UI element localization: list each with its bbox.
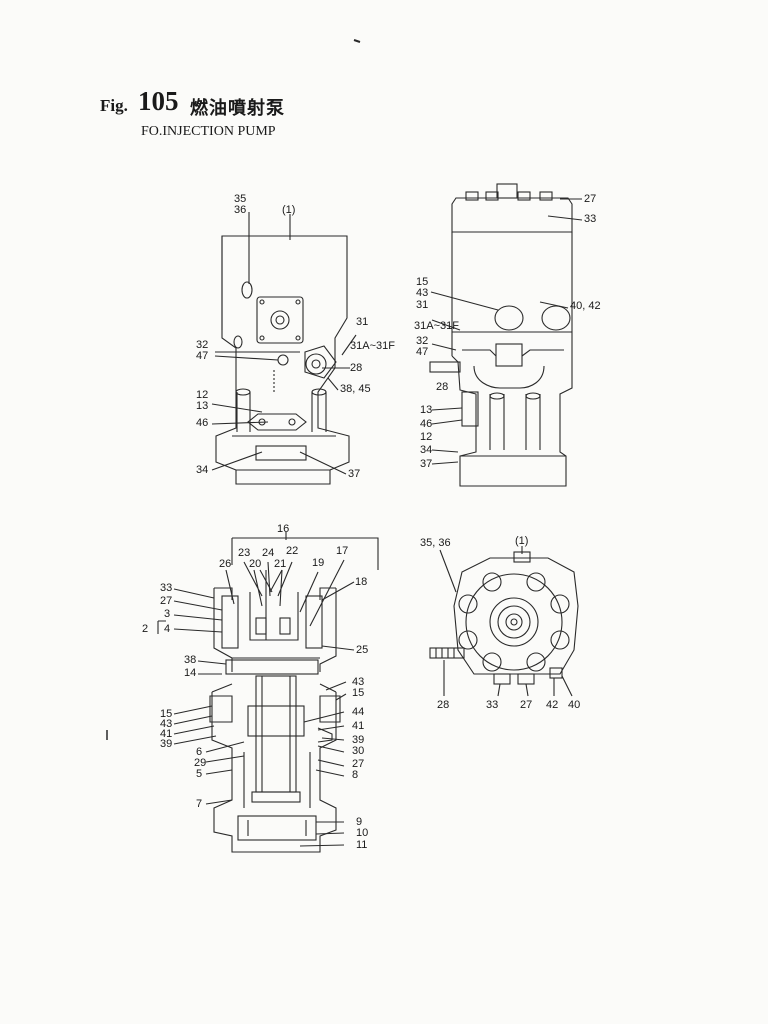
callout-label: 25 <box>356 644 369 656</box>
figure-number: 105 <box>138 86 179 116</box>
callout-label: 35 <box>234 193 247 205</box>
callout-label: 44 <box>352 706 365 718</box>
callout-label: 36 <box>234 204 247 216</box>
callout-label: 19 <box>312 557 325 569</box>
callout-label: 27 <box>160 595 173 607</box>
callout-label: 12 <box>196 389 209 401</box>
callout-label: 22 <box>286 545 299 557</box>
front-view-drawing <box>211 212 357 485</box>
callout-label: 37 <box>420 458 433 470</box>
callout-label: 15 <box>352 687 365 699</box>
callout-label: 8 <box>352 769 359 781</box>
callout-label: 46 <box>196 417 209 429</box>
callout-label: 11 <box>356 839 368 851</box>
callout-label: 9 <box>356 816 363 828</box>
callout-label: 23 <box>238 547 251 559</box>
figure-title-english: FO.INJECTION PUMP <box>141 124 276 139</box>
callout-label: 13 <box>196 400 209 412</box>
callout-label: 21 <box>274 558 287 570</box>
callout-label: 3 <box>164 608 171 620</box>
bottom-view-drawing <box>429 546 579 697</box>
callout-label: 31 <box>356 316 369 328</box>
callout-label: 12 <box>420 431 433 443</box>
callout-label: 26 <box>219 558 232 570</box>
callout-label: 14 <box>184 667 197 679</box>
callout-label: 13 <box>420 404 433 416</box>
figure-title-japanese: 燃油噴射泵 <box>190 98 285 119</box>
callout-label: 38 <box>184 654 197 666</box>
callout-label: 37 <box>348 468 361 480</box>
callout-label: 17 <box>336 545 349 557</box>
callout-label: 43 <box>160 718 173 730</box>
callout-label: 20 <box>249 558 262 570</box>
figure-prefix: Fig. <box>100 96 128 115</box>
callout-label: 27 <box>584 193 597 205</box>
callout-label: 27 <box>520 699 533 711</box>
callout-label: 10 <box>356 827 369 839</box>
callout-label: 18 <box>355 576 368 588</box>
callout-label: 40, 42 <box>570 300 601 312</box>
callout-label: 32 <box>196 339 209 351</box>
callout-label: 42 <box>546 699 559 711</box>
callout-label: 39 <box>352 734 365 746</box>
callout-label: 16 <box>277 523 290 535</box>
callout-label: 5 <box>196 768 203 780</box>
callout-label: 29 <box>194 757 207 769</box>
callout-label: 28 <box>350 362 363 374</box>
callout-label: 41 <box>352 720 365 732</box>
callout-label: 31 <box>416 299 429 311</box>
callout-label: 28 <box>436 381 449 393</box>
callout-label: 34 <box>196 464 209 476</box>
callout-label: 46 <box>420 418 433 430</box>
callout-label: 33 <box>160 582 173 594</box>
callout-label: 47 <box>416 346 429 358</box>
callout-label: 6 <box>196 746 203 758</box>
side-view-drawing <box>429 183 583 487</box>
callout-label: 15 <box>160 708 173 720</box>
callout-label: 7 <box>196 798 203 810</box>
callout-label: 15 <box>416 276 429 288</box>
callout-label: 28 <box>437 699 450 711</box>
callout-label: 43 <box>416 287 429 299</box>
callout-label: (1) <box>282 204 296 216</box>
callout-label: 40 <box>568 699 581 711</box>
callout-label: (1) <box>515 535 529 547</box>
callout-label: 38, 45 <box>340 383 371 395</box>
callout-label: 33 <box>584 213 597 225</box>
callout-label: 24 <box>262 547 275 559</box>
callout-label: 33 <box>486 699 499 711</box>
callout-label: 35, 36 <box>420 537 451 549</box>
callout-label: 39 <box>160 738 173 750</box>
callout-label: 41 <box>160 728 173 740</box>
callout-label: 32 <box>416 335 429 347</box>
callout-label: 2 <box>142 623 149 635</box>
section-view-drawing <box>157 532 379 853</box>
callout-label: 27 <box>352 758 365 770</box>
callout-label: 47 <box>196 350 209 362</box>
callout-label: 43 <box>352 676 365 688</box>
callout-label: 34 <box>420 444 433 456</box>
callout-label: 30 <box>352 745 365 757</box>
callout-label: 4 <box>164 623 171 635</box>
callout-label: 31A~31F <box>414 320 459 332</box>
callout-label: 31A~31F <box>350 340 395 352</box>
